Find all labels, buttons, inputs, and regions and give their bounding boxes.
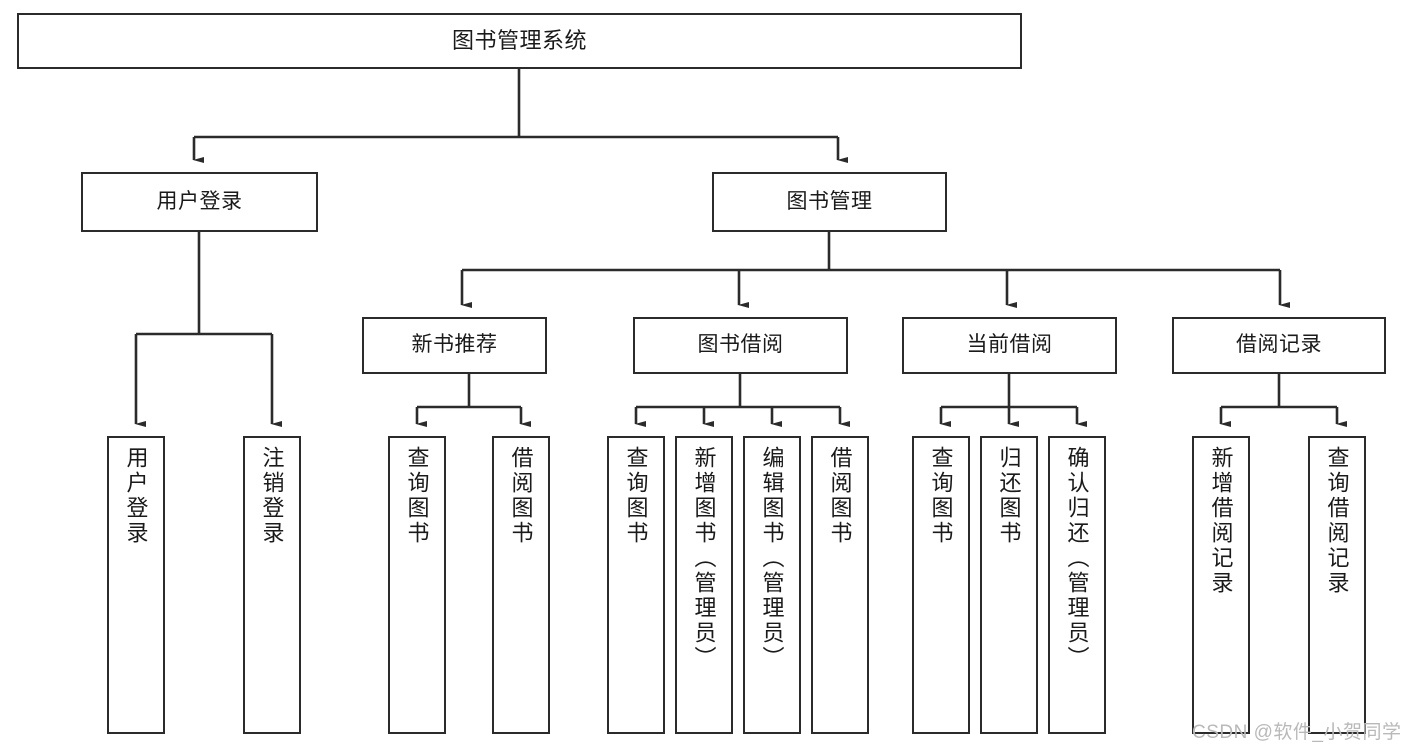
node-leaf-add-book[interactable]: 新增图书（管理员）: [675, 436, 733, 734]
node-borrow-record-label: 借阅记录: [1236, 333, 1322, 357]
node-leaf-query-book-3-label: 查询图书: [928, 446, 954, 546]
node-book-manage-label: 图书管理: [786, 189, 873, 213]
node-leaf-borrow-book-2[interactable]: 借阅图书: [811, 436, 869, 734]
node-leaf-confirm-return[interactable]: 确认归还（管理员）: [1048, 436, 1106, 734]
node-leaf-confirm-return-label: 确认归还（管理员）: [1064, 446, 1090, 671]
node-leaf-query-record-label: 查询借阅记录: [1324, 446, 1350, 596]
node-leaf-add-record[interactable]: 新增借阅记录: [1192, 436, 1250, 734]
node-leaf-query-book-1[interactable]: 查询图书: [388, 436, 446, 734]
node-leaf-query-record[interactable]: 查询借阅记录: [1308, 436, 1366, 734]
node-current-borrow-label: 当前借阅: [966, 333, 1053, 357]
node-leaf-query-book-3[interactable]: 查询图书: [912, 436, 970, 734]
node-leaf-add-record-label: 新增借阅记录: [1208, 446, 1234, 596]
node-root[interactable]: 图书管理系统: [17, 13, 1022, 69]
node-leaf-return-book[interactable]: 归还图书: [980, 436, 1038, 734]
node-new-book-recommend-label: 新书推荐: [411, 333, 498, 357]
node-book-borrow[interactable]: 图书借阅: [633, 317, 848, 374]
node-leaf-borrow-book-2-label: 借阅图书: [827, 446, 853, 546]
node-borrow-record[interactable]: 借阅记录: [1172, 317, 1386, 374]
node-leaf-edit-book-label: 编辑图书（管理员）: [759, 446, 785, 671]
node-leaf-user-logout-label: 注销登录: [259, 446, 285, 546]
node-leaf-query-book-1-label: 查询图书: [404, 446, 430, 546]
node-leaf-return-book-label: 归还图书: [996, 446, 1022, 546]
node-leaf-user-login[interactable]: 用户登录: [107, 436, 165, 734]
node-new-book-recommend[interactable]: 新书推荐: [362, 317, 547, 374]
node-leaf-query-book-2-label: 查询图书: [623, 446, 649, 546]
node-leaf-user-logout[interactable]: 注销登录: [243, 436, 301, 734]
node-user-login[interactable]: 用户登录: [81, 172, 318, 232]
node-user-login-label: 用户登录: [156, 189, 243, 213]
node-leaf-query-book-2[interactable]: 查询图书: [607, 436, 665, 734]
watermark: CSDN @软件_小贺同学: [1192, 722, 1402, 743]
node-book-manage[interactable]: 图书管理: [712, 172, 947, 232]
node-leaf-borrow-book-1-label: 借阅图书: [508, 446, 534, 546]
node-current-borrow[interactable]: 当前借阅: [902, 317, 1117, 374]
node-leaf-user-login-label: 用户登录: [123, 446, 149, 546]
node-leaf-add-book-label: 新增图书（管理员）: [691, 446, 717, 671]
node-leaf-borrow-book-1[interactable]: 借阅图书: [492, 436, 550, 734]
node-root-label: 图书管理系统: [451, 28, 587, 54]
node-book-borrow-label: 图书借阅: [697, 333, 784, 357]
node-leaf-edit-book[interactable]: 编辑图书（管理员）: [743, 436, 801, 734]
